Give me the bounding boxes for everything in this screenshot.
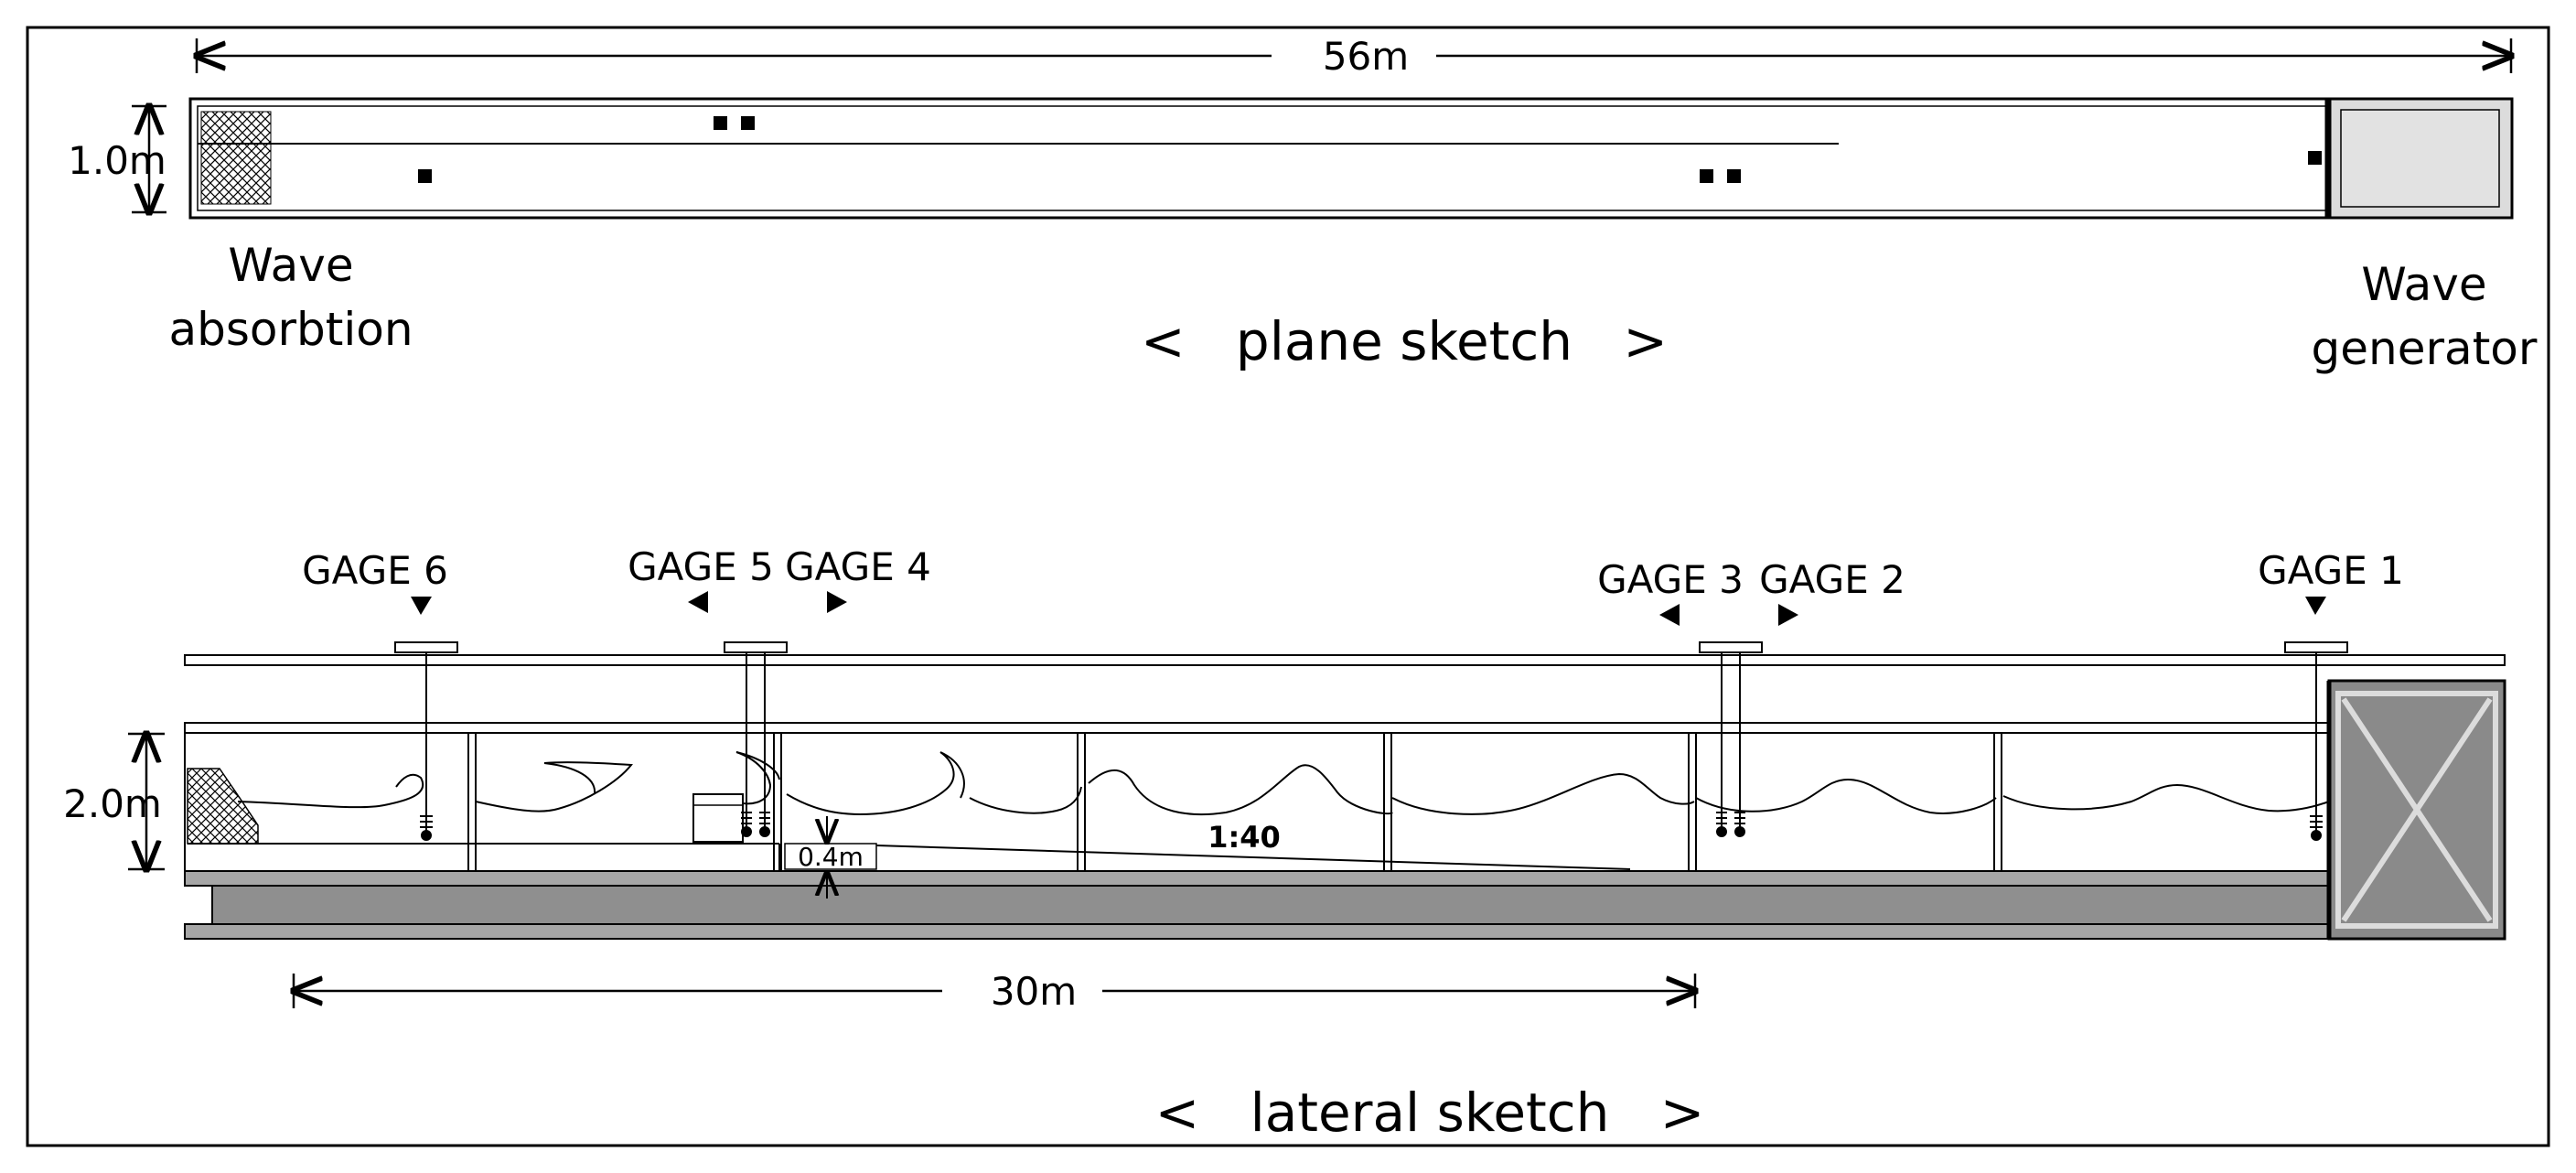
- lateral-wave-train: [1088, 764, 1393, 816]
- lateral-channel-top-wall: [184, 722, 2330, 734]
- gage-label-1: GAGE 1: [2258, 548, 2404, 593]
- plane-absorber: [200, 111, 272, 205]
- gage-probe-1: [2284, 641, 2348, 841]
- gage-probe-3-2: [1699, 641, 1763, 837]
- plane-generator-inner: [2340, 109, 2500, 208]
- gage-pointer-4: [827, 591, 847, 613]
- lateral-step-label: 0.4m: [798, 842, 864, 872]
- gage-label-3: GAGE 3: [1597, 557, 1744, 602]
- lateral-posts: [467, 733, 2002, 871]
- gage-pointer-2: [1778, 604, 1798, 626]
- plane-gage-marker: [2308, 151, 2322, 165]
- lateral-slope-label: 1:40: [1208, 820, 1281, 855]
- gage-pointer-1: [2305, 597, 2326, 615]
- lateral-absorber: [187, 768, 259, 845]
- gage-pointer-3: [1659, 604, 1680, 626]
- plane-sketch-title: < plane sketch >: [1141, 310, 1668, 372]
- lateral-bench: [692, 793, 744, 843]
- lateral-breaking-wave: [237, 773, 424, 809]
- lateral-distance-label: 30m: [991, 969, 1077, 1014]
- generator-label-line1: Wave: [2361, 258, 2486, 311]
- plane-width-label: 1.0m: [68, 138, 166, 183]
- lateral-breaking-wave: [786, 751, 965, 816]
- lateral-breaking-wave: [475, 761, 633, 812]
- gage-pointer-5: [688, 591, 708, 613]
- gage-label-6: GAGE 6: [302, 548, 448, 593]
- lateral-generator-cross: [2341, 697, 2493, 922]
- absorption-label-line2: absorbtion: [168, 303, 413, 356]
- gage-pointer-6: [411, 597, 432, 615]
- generator-label-line2: generator: [2312, 322, 2538, 375]
- lateral-sketch: GAGE 6 GAGE 5 GAGE 4 GAGE 3 GAGE 2 GAGE …: [63, 544, 2506, 1144]
- lateral-floor-body: [211, 885, 2330, 925]
- plane-gage-marker: [714, 116, 727, 130]
- lateral-breaking-wave: [969, 786, 1082, 814]
- plane-gage-marker: [418, 169, 432, 183]
- lateral-height-label: 2.0m: [63, 781, 162, 826]
- plane-gage-marker: [1727, 169, 1741, 183]
- lateral-wave-train: [1391, 772, 1695, 815]
- lateral-slope-line: [875, 845, 1631, 870]
- gage-label-5: GAGE 5: [628, 544, 774, 589]
- gage-probe-5-4: [724, 641, 788, 837]
- gage-label-2: GAGE 2: [1759, 557, 1905, 602]
- outer-border: [26, 26, 2550, 1147]
- lateral-floor-top: [184, 870, 2330, 887]
- lateral-sketch-title: < lateral sketch >: [1155, 1082, 1705, 1144]
- plane-length-label: 56m: [1323, 34, 1409, 79]
- plane-sketch: 56m 1.0m Wave absorbtion Wave generator …: [68, 34, 2538, 375]
- absorption-label-line1: Wave: [228, 239, 353, 292]
- lateral-wave-train: [1695, 778, 1997, 814]
- plane-channel-outer: [188, 97, 2514, 220]
- plane-gage-marker: [1700, 169, 1713, 183]
- lateral-breaking-wave: [735, 751, 780, 805]
- lateral-top-rail: [184, 654, 2506, 666]
- plane-gage-marker: [741, 116, 755, 130]
- plane-channel-inner: [197, 105, 2506, 211]
- gage-label-4: GAGE 4: [785, 544, 931, 589]
- lateral-wave-train: [2002, 783, 2330, 812]
- lateral-floor-base: [184, 923, 2330, 940]
- gage-probe-6: [394, 641, 458, 841]
